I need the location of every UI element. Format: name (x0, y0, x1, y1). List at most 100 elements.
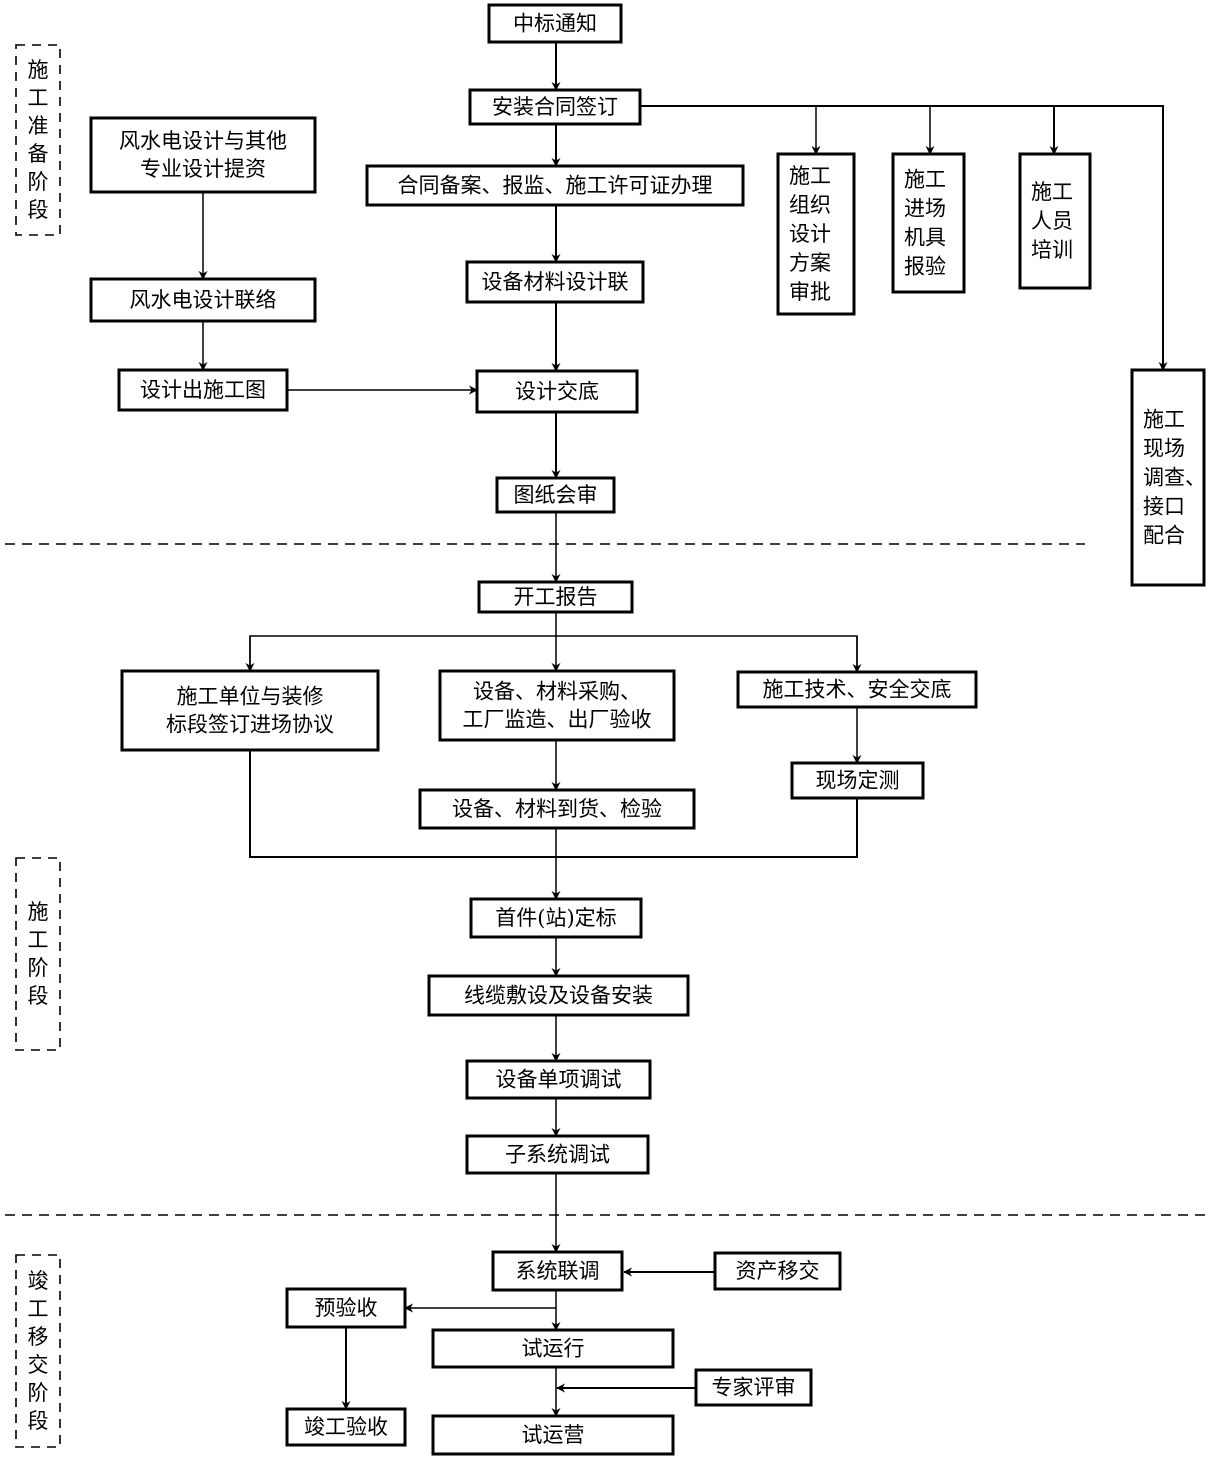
node-design-brief: 设计交底 (475, 369, 639, 414)
node-box (491, 1250, 624, 1292)
stage-char: 竣 (28, 1269, 49, 1293)
node-label: 施工 (1143, 408, 1185, 432)
node-label: 子系统调试 (505, 1143, 610, 1167)
stage-char: 段 (28, 198, 49, 222)
node-label: 人员 (1031, 209, 1073, 233)
node-label: 接口 (1143, 495, 1185, 519)
node-box (427, 974, 690, 1017)
stage-char: 交 (28, 1353, 49, 1377)
node-purchase: 设备、材料采购、工厂监造、出厂验收 (438, 669, 676, 742)
node-cable: 线缆敷设及设备安装 (427, 974, 690, 1017)
node-record: 合同备案、报监、施工许可证办理 (365, 164, 745, 207)
node-label: 报验 (904, 255, 946, 279)
node-label: 专业设计提资 (140, 157, 266, 181)
node-label: 风水电设计与其他 (119, 129, 287, 153)
stage-char: 工 (28, 86, 49, 110)
node-box (477, 580, 634, 614)
node-box (365, 164, 745, 207)
node-label: 预验收 (315, 1296, 378, 1320)
node-label: 设计交底 (515, 380, 599, 404)
stage-char: 施 (28, 58, 49, 82)
branch-line (249, 635, 858, 672)
node-label: 培训 (1031, 238, 1073, 262)
node-label: 审批 (789, 280, 831, 304)
node-box (891, 152, 966, 294)
node-box (465, 1059, 652, 1100)
node-label: 设计出施工图 (140, 378, 266, 402)
node-trial-run: 试运行 (431, 1328, 675, 1369)
node-label: 施工技术、安全交底 (763, 678, 952, 702)
stage-box (15, 857, 61, 1051)
node-label: 施工 (904, 168, 946, 192)
node-label: 设备材料设计联 (482, 270, 629, 294)
stage-char: 工 (28, 1297, 49, 1321)
node-win: 中标通知 (487, 3, 623, 44)
node-label: 机具 (904, 226, 946, 250)
node-tech-brief: 施工技术、安全交底 (736, 670, 978, 709)
stage-box (15, 44, 61, 236)
node-drawing-review: 图纸会审 (495, 476, 616, 514)
node-label: 标段签订进场协议 (166, 713, 334, 737)
node-construct-drawing: 设计出施工图 (117, 368, 289, 412)
node-box (431, 1414, 675, 1456)
node-first-piece: 首件(站)定标 (469, 897, 643, 939)
node-site-measure: 现场定测 (790, 761, 925, 800)
node-label: 专家评审 (712, 1376, 796, 1400)
node-label: 工厂监造、出厂验收 (463, 708, 652, 732)
node-arrival: 设备、材料到货、检验 (418, 788, 696, 830)
node-box (465, 260, 645, 304)
stage-char: 工 (28, 928, 49, 952)
stage-char: 阶 (28, 170, 49, 194)
node-box (776, 152, 856, 316)
stage-char: 移 (28, 1325, 49, 1349)
node-start-report: 开工报告 (477, 580, 634, 614)
stage-char: 准 (28, 114, 49, 138)
node-label: 配合 (1143, 524, 1185, 548)
node-label: 试运营 (522, 1423, 585, 1447)
node-trial-op: 试运营 (431, 1414, 675, 1456)
node-label: 施工 (1031, 180, 1073, 204)
node-box (285, 1287, 407, 1329)
node-label: 设备单项调试 (496, 1068, 622, 1092)
node-label: 中标通知 (513, 12, 597, 36)
node-label: 设备、材料采购、 (473, 680, 641, 704)
node-label: 首件(站)定标 (495, 906, 616, 930)
node-label: 风水电设计联络 (130, 288, 277, 312)
node-label: 施工 (789, 164, 831, 188)
node-box (475, 369, 639, 414)
node-box (736, 670, 978, 709)
node-sub-debug: 子系统调试 (465, 1134, 650, 1175)
node-box (495, 476, 616, 514)
node-label: 合同备案、报监、施工许可证办理 (398, 174, 713, 198)
node-box (438, 669, 676, 742)
node-joint-debug: 系统联调 (491, 1250, 624, 1292)
node-box (1130, 368, 1206, 587)
node-box (465, 1134, 650, 1175)
node-final-accept: 竣工验收 (285, 1407, 407, 1447)
node-label: 现场 (1143, 437, 1185, 461)
stage-char: 备 (28, 142, 49, 166)
node-label: 设备、材料到货、检验 (452, 797, 662, 821)
node-label: 组织 (789, 193, 831, 217)
node-label: 方案 (789, 251, 831, 275)
node-label: 系统联调 (516, 1259, 600, 1283)
node-box (487, 3, 623, 44)
node-box (89, 277, 317, 323)
node-box (120, 669, 380, 752)
node-box (1018, 152, 1092, 290)
branch-line (640, 105, 1164, 370)
node-box (790, 761, 925, 800)
node-label: 进场 (904, 197, 946, 221)
node-box (468, 88, 642, 126)
node-label: 安装合同签订 (492, 95, 618, 119)
node-label: 设计 (789, 222, 831, 246)
node-box (713, 1251, 842, 1291)
